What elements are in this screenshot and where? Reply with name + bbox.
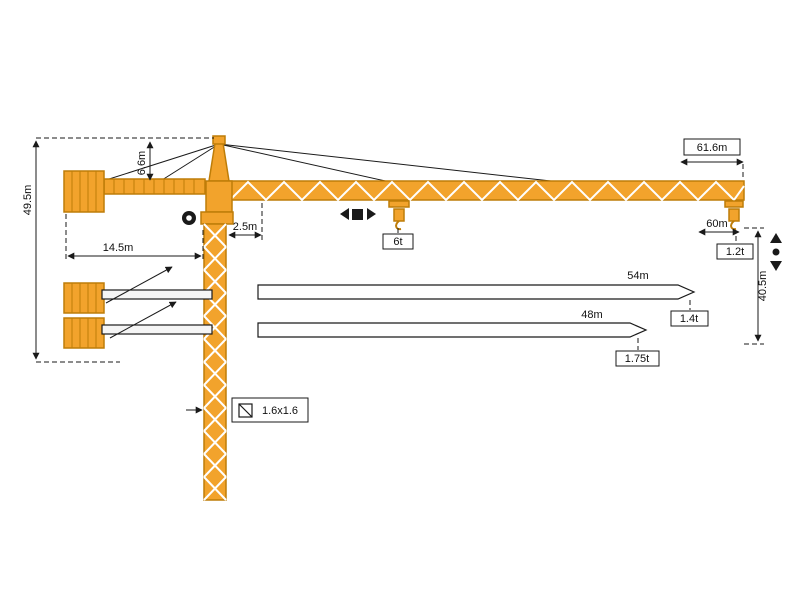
jib-option-48m: 48m 1.75t: [257, 309, 660, 367]
capacity-box-max: [382, 233, 414, 250]
dim-jib-max: 61.6m: [680, 138, 744, 180]
tower-mast: [203, 223, 227, 501]
pendant-line: [218, 143, 391, 183]
label-mast-section: 1.6x1.6: [262, 405, 298, 417]
tip-hook-curve: [730, 220, 737, 231]
dim-head-height: 6.6m: [136, 141, 154, 181]
label-cap-54: 1.4t: [680, 313, 698, 325]
dim-counterjib: 14.5m: [65, 214, 204, 261]
trolley-square: [352, 209, 363, 220]
hook-up-down-icon: [770, 233, 782, 271]
tower-top-section: [205, 180, 233, 213]
counter-jib: [103, 178, 206, 195]
ballast-arrow-2: [109, 301, 177, 339]
capacity-box-60: [716, 243, 754, 260]
label-hook-height: 40.5m: [757, 271, 769, 302]
label-cap-48: 1.75t: [625, 353, 649, 365]
ballast-bar-2: [101, 324, 213, 335]
label-max-capacity: 6t: [393, 236, 402, 248]
ballast-stack-1: [63, 266, 213, 314]
pendant-line: [218, 143, 561, 183]
jib-outline-54: [257, 284, 696, 300]
hook-arrow-down: [770, 261, 782, 271]
slewing-unit: [200, 211, 234, 225]
trolley-travel-icon: [340, 208, 376, 220]
tip-hook-block: [728, 208, 740, 222]
hook-block: [393, 208, 405, 222]
ballast-bar-1: [101, 289, 213, 300]
dim-hook-height: 40.5m: [744, 227, 769, 345]
dim-max-capacity: 6t: [382, 228, 414, 250]
label-clearance: 2.5m: [233, 221, 257, 233]
label-radius-54: 54m: [627, 270, 648, 282]
ballast-plates-1: [71, 283, 97, 313]
label-radius-60: 60m: [706, 218, 727, 230]
jib-outline-48: [257, 322, 648, 338]
mast-lattice-b: [203, 223, 227, 501]
counterweight: [63, 170, 105, 213]
mast-section-callout: 1.6x1.6: [186, 397, 309, 423]
tip-carriage: [724, 200, 744, 208]
counterweight-plates: [71, 171, 97, 212]
trolley-arrow-right: [367, 208, 376, 220]
dim-radius-60: 60m 1.2t: [698, 218, 754, 260]
counterweight-block: [63, 170, 105, 213]
jib-lattice-pattern: [229, 180, 745, 202]
counter-jib-lattice: [113, 179, 195, 194]
label-jib-max: 61.6m: [697, 142, 728, 154]
label-radius-48: 48m: [581, 309, 602, 321]
capacity-box-48: [615, 350, 660, 367]
ballast-arrow-1: [105, 266, 173, 304]
trolley-hook: [388, 200, 410, 231]
trolley-carriage: [388, 200, 410, 208]
jib: [229, 180, 745, 202]
label-cap-60: 1.2t: [726, 246, 744, 258]
hook-arrow-up: [770, 233, 782, 243]
pendant-line: [161, 143, 220, 181]
slewing-rotation-icon: [182, 211, 196, 225]
dim-rear-clearance: 2.5m: [228, 203, 263, 240]
hook-dot: [772, 248, 780, 256]
jib-max-box: [683, 138, 741, 156]
trolley-arrow-left: [340, 208, 349, 220]
pendant-line: [105, 143, 220, 181]
hook: [395, 220, 402, 231]
dim-total-height: 49.5m: [22, 137, 214, 363]
jib-girder: [229, 180, 745, 201]
ballast-block-1: [63, 282, 105, 314]
label-counterjib: 14.5m: [103, 242, 134, 254]
pendant-lines: [105, 143, 561, 183]
ballast-plates-2: [71, 318, 97, 348]
label-total-height: 49.5m: [22, 185, 34, 216]
ballast-stack-2: [63, 301, 213, 349]
tower-head: [200, 135, 234, 225]
rotation-center: [186, 215, 192, 221]
capacity-box-54: [670, 310, 709, 327]
tower-head-tip: [212, 135, 226, 145]
label-head-height: 6.6m: [136, 151, 148, 175]
mast-cross-section-icon: [238, 403, 253, 418]
section-diagonal: [238, 403, 253, 418]
ballast-block-2: [63, 317, 105, 349]
jib-option-54m: 54m 1.4t: [257, 270, 709, 327]
